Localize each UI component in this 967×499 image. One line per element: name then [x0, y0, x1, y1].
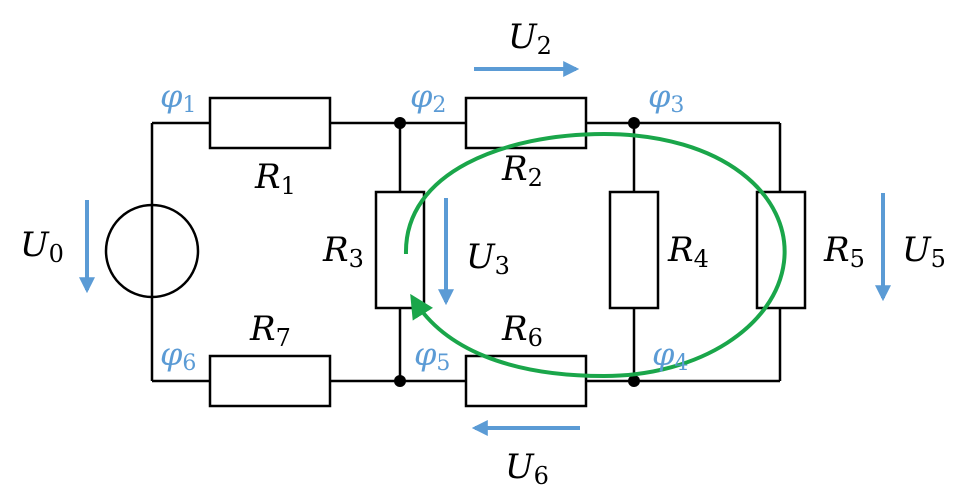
voltage-source: [104, 203, 200, 299]
label-phi6: φ6: [160, 335, 197, 376]
label-u2: U2: [508, 17, 552, 60]
resistor-r2: [464, 96, 588, 150]
label-u6: U6: [505, 447, 549, 490]
junction-dots: [394, 117, 640, 387]
resistor-r7: [208, 354, 332, 408]
label-r6: R6: [502, 309, 543, 352]
label-u0: U0: [20, 225, 64, 268]
resistor-r4: [608, 190, 660, 310]
resistor-r1: [208, 96, 332, 150]
label-u5: U5: [902, 230, 946, 273]
label-phi4: φ4: [652, 335, 689, 376]
resistor-r5: [755, 190, 807, 310]
voltage-arrows: [79, 61, 891, 436]
mesh-loop: [403, 131, 787, 379]
label-r2: R2: [502, 149, 543, 192]
resistors: [208, 96, 807, 408]
label-phi5: φ5: [414, 335, 451, 376]
node-dot-phi2: [394, 117, 406, 129]
node-dot-phi3: [628, 117, 640, 129]
label-phi2: φ2: [410, 77, 447, 118]
label-r1: R1: [255, 157, 296, 200]
label-r5: R5: [824, 230, 865, 273]
label-u3: U3: [466, 237, 510, 280]
resistor-r6: [464, 354, 588, 408]
label-r7: R7: [250, 309, 291, 352]
label-phi3: φ3: [648, 77, 685, 118]
label-phi1: φ1: [160, 77, 197, 118]
label-r3: R3: [323, 230, 364, 273]
label-r4: R4: [668, 230, 709, 273]
node-dot-phi5: [394, 375, 406, 387]
node-dot-phi4: [628, 375, 640, 387]
